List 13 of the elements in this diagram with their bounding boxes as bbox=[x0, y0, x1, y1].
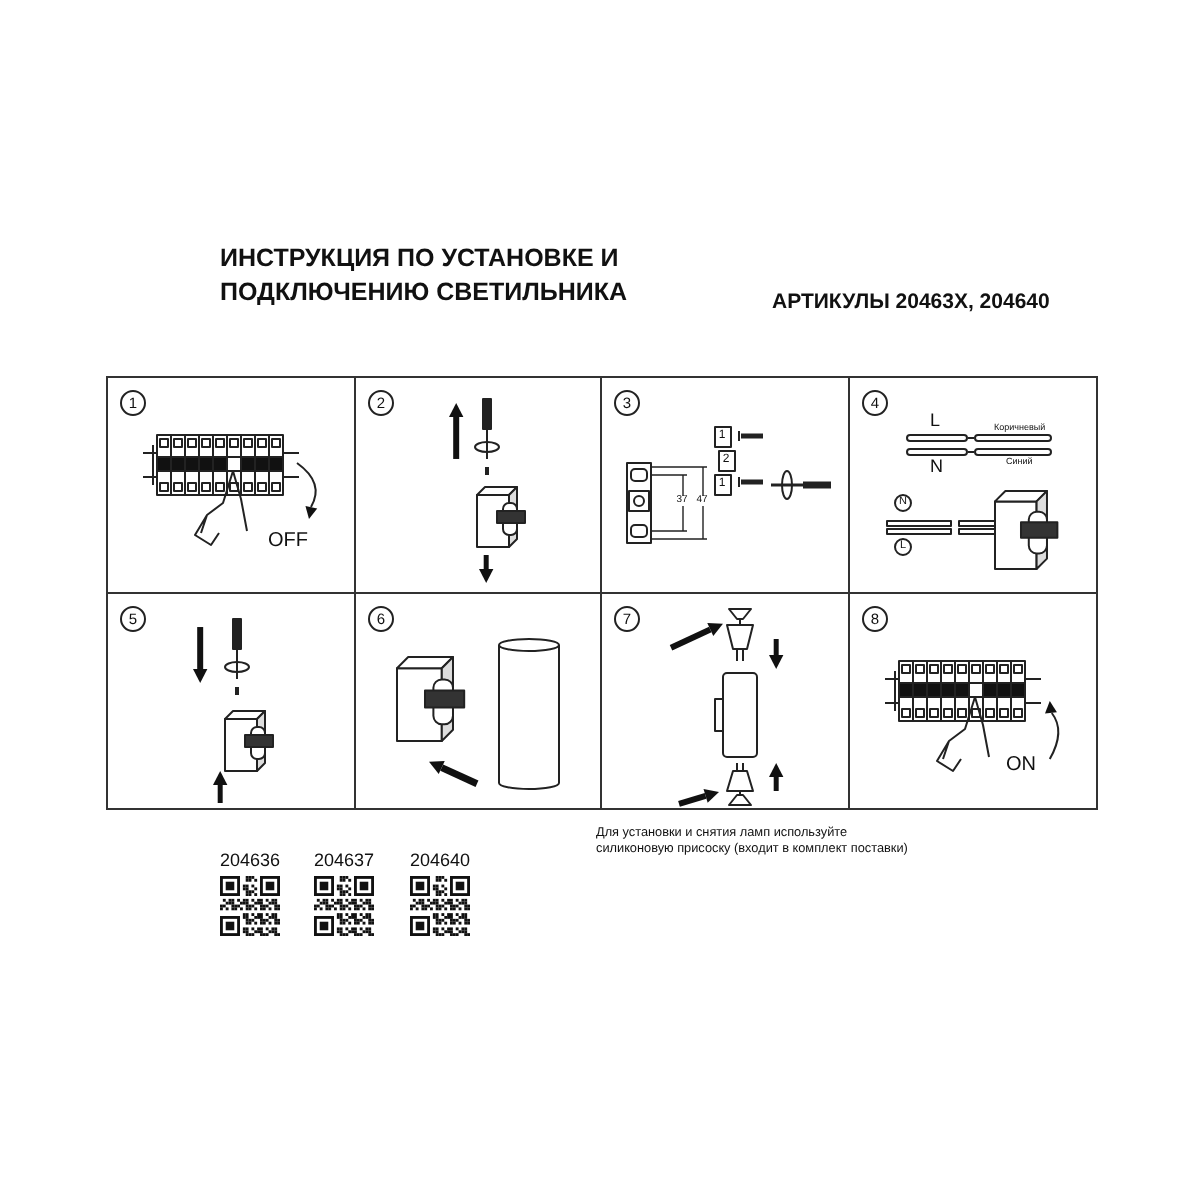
article-number: 204637 bbox=[314, 852, 375, 872]
step-panel bbox=[106, 592, 356, 810]
step-panel bbox=[848, 376, 1098, 594]
switch-state: ON bbox=[1006, 754, 1036, 776]
article-numbers: АРТИКУЛЫ 20463X, 204640 bbox=[772, 292, 1050, 316]
switch-state: OFF bbox=[268, 530, 308, 552]
article-number: 204636 bbox=[220, 852, 281, 872]
title: ИНСТРУКЦИЯ ПО УСТАНОВКЕ И ПОДКЛЮЧЕНИЮ СВЕТИЛЬНИКА bbox=[220, 242, 630, 308]
step-panel bbox=[848, 592, 1098, 810]
wire-label: N bbox=[930, 458, 943, 478]
article-number: 204640 bbox=[410, 852, 471, 872]
step-panel bbox=[106, 376, 356, 594]
wire-label: L bbox=[930, 412, 941, 432]
